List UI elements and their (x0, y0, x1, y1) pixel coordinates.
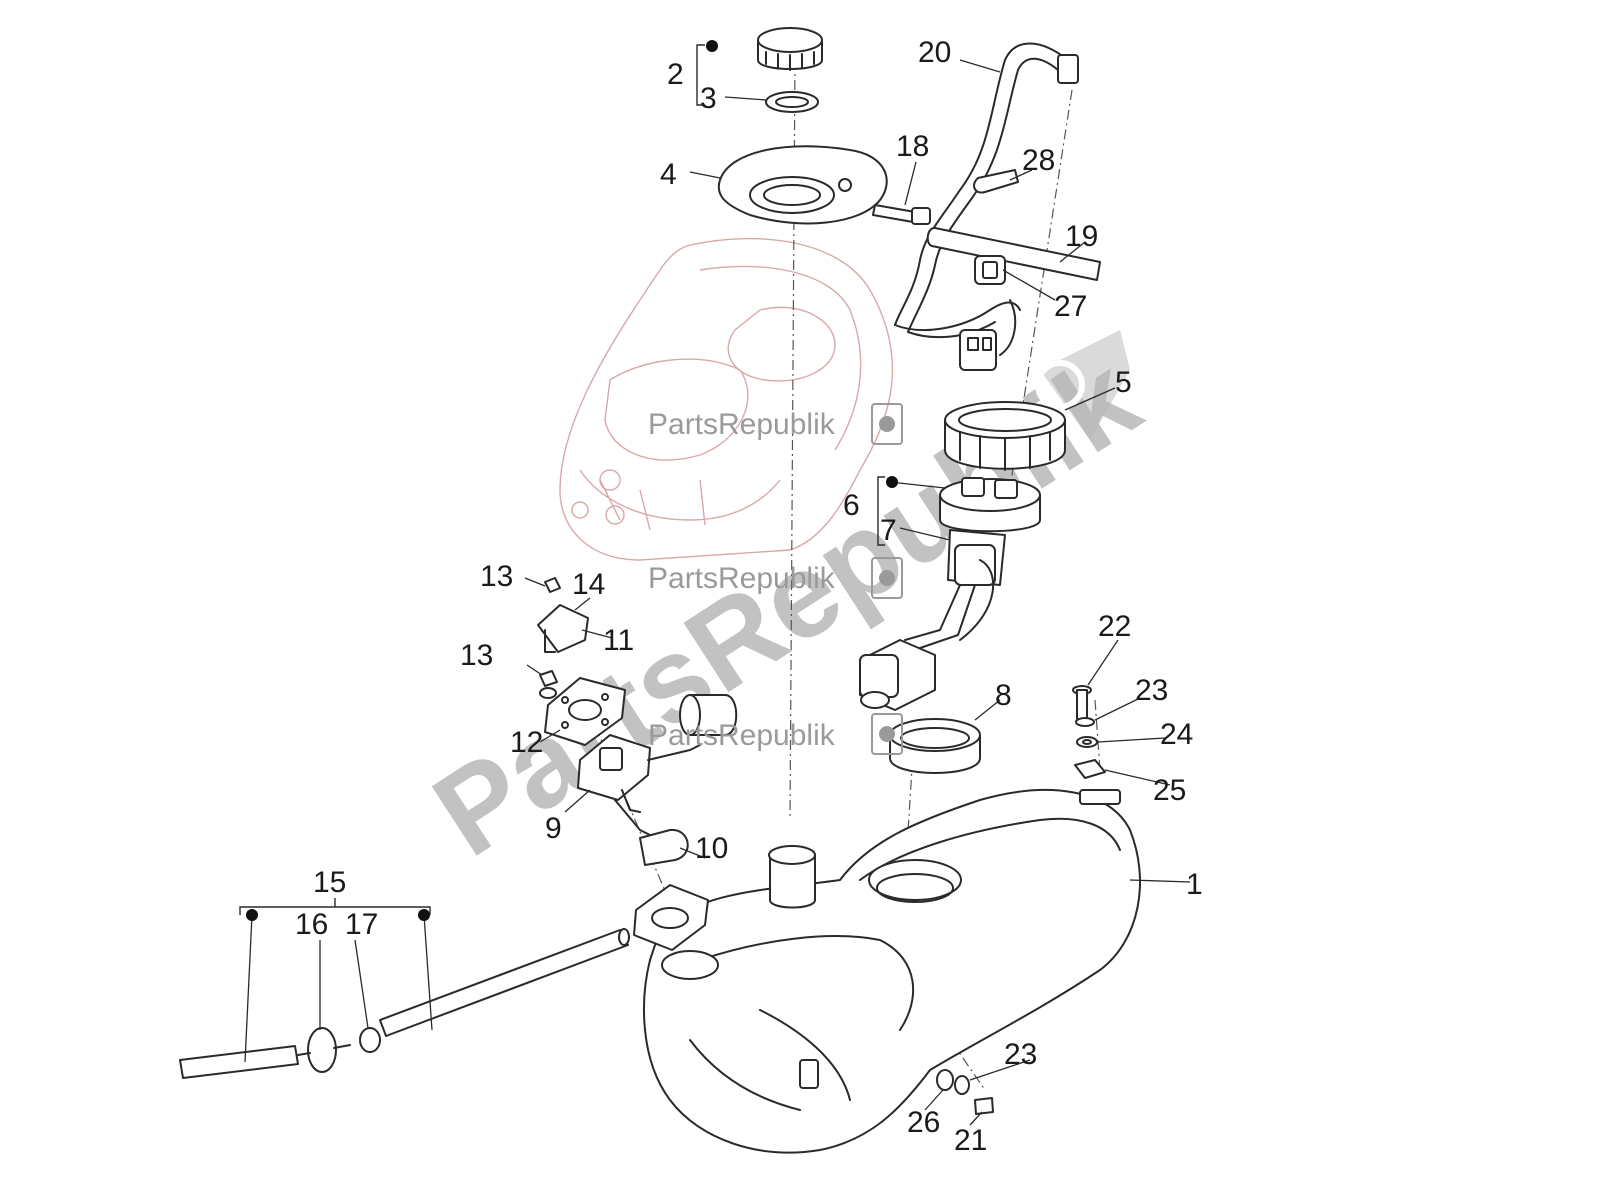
leader-lines (244, 59, 1191, 1126)
callout-22[interactable]: 22 (1098, 610, 1131, 643)
part-filter-16[interactable] (297, 1027, 351, 1073)
part-fuel-pump[interactable] (904, 477, 1041, 649)
callout-14[interactable]: 14 (572, 568, 605, 601)
part-washer-23-lower[interactable] (954, 1075, 970, 1095)
part-washer-23-top[interactable] (1075, 717, 1095, 727)
callout-6[interactable]: 6 (843, 489, 860, 522)
part-screw-13-top[interactable] (544, 577, 561, 593)
callout-25[interactable]: 25 (1153, 774, 1186, 807)
callout-12[interactable]: 12 (510, 726, 543, 759)
callout-20[interactable]: 20 (918, 36, 951, 69)
part-level-sender-9[interactable] (577, 734, 701, 841)
group-brackets (239, 44, 885, 915)
svg-text:PartsRepublik: PartsRepublik (648, 562, 836, 595)
callout-28[interactable]: 28 (1022, 144, 1055, 177)
part-bolt-21[interactable] (974, 1097, 994, 1115)
part-wiring-connector[interactable] (959, 299, 1017, 371)
part-pump-seal[interactable] (889, 718, 981, 774)
part-cap-gasket[interactable] (765, 91, 819, 113)
callout-10[interactable]: 10 (695, 832, 728, 865)
callout-9[interactable]: 9 (545, 812, 562, 845)
part-screw-13-lower[interactable] (539, 670, 558, 699)
callout-23-top[interactable]: 23 (1135, 674, 1168, 707)
callout-19[interactable]: 19 (1065, 220, 1098, 253)
callout-23-lower[interactable]: 23 (1004, 1038, 1037, 1071)
watermark-brand-3: PartsRepublik (648, 713, 903, 755)
scooter-frame-ghost (559, 237, 894, 561)
part-clamp-17[interactable] (359, 1027, 381, 1053)
part-filler-funnel[interactable] (717, 145, 888, 225)
callout-11[interactable]: 11 (603, 624, 634, 657)
part-fuel-line-15[interactable] (179, 928, 630, 1079)
part-bracket-14[interactable] (537, 604, 589, 653)
callout-8[interactable]: 8 (995, 679, 1012, 712)
callout-15[interactable]: 15 (313, 866, 346, 899)
watermark-brand-2: PartsRepublik (648, 557, 903, 599)
callout-16[interactable]: 16 (295, 908, 328, 941)
callout-26[interactable]: 26 (907, 1106, 940, 1139)
part-flange-plate[interactable] (633, 884, 709, 951)
part-connector-18[interactable] (872, 204, 931, 225)
part-clamp-27[interactable] (974, 255, 1006, 285)
callout-27[interactable]: 27 (1054, 290, 1087, 323)
group-dots (246, 40, 898, 921)
part-ring-nut[interactable] (944, 401, 1066, 471)
callout-21[interactable]: 21 (954, 1124, 987, 1157)
watermark-gear-large (1035, 330, 1130, 440)
callout-18[interactable]: 18 (896, 130, 929, 163)
callout-17[interactable]: 17 (345, 908, 378, 941)
part-bolt-22[interactable] (1072, 685, 1092, 721)
callout-13-top[interactable]: 13 (480, 560, 513, 593)
part-float-11[interactable] (679, 694, 738, 736)
callout-3[interactable]: 3 (700, 82, 717, 115)
part-clip-28[interactable] (973, 169, 1019, 194)
part-pump-outlet[interactable] (859, 639, 936, 711)
watermark-brand-1: PartsRepublik (648, 403, 903, 445)
callout-5[interactable]: 5 (1115, 366, 1132, 399)
part-fuel-tank[interactable] (643, 789, 1141, 1154)
part-filler-cap[interactable] (757, 27, 823, 71)
callout-1[interactable]: 1 (1186, 868, 1203, 901)
part-hose-19[interactable] (926, 227, 1101, 281)
callout-4[interactable]: 4 (660, 158, 677, 191)
part-washer-26[interactable] (936, 1069, 954, 1091)
callout-labels: 1 2 3 4 5 6 7 8 9 10 11 12 13 13 14 15 1… (295, 36, 1203, 1157)
callout-2[interactable]: 2 (667, 58, 684, 91)
callout-7[interactable]: 7 (880, 514, 897, 547)
part-float-10[interactable] (639, 828, 689, 866)
svg-text:PartsRepublik: PartsRepublik (648, 719, 836, 752)
part-clip-nut-25[interactable] (1074, 759, 1106, 779)
callout-24[interactable]: 24 (1160, 718, 1193, 751)
callout-13-lower[interactable]: 13 (460, 639, 493, 672)
part-breather-hose[interactable] (894, 42, 1079, 339)
svg-text:PartsRepublik: PartsRepublik (648, 408, 836, 441)
part-gasket-12[interactable] (544, 677, 626, 746)
part-washer-24[interactable] (1076, 736, 1098, 748)
